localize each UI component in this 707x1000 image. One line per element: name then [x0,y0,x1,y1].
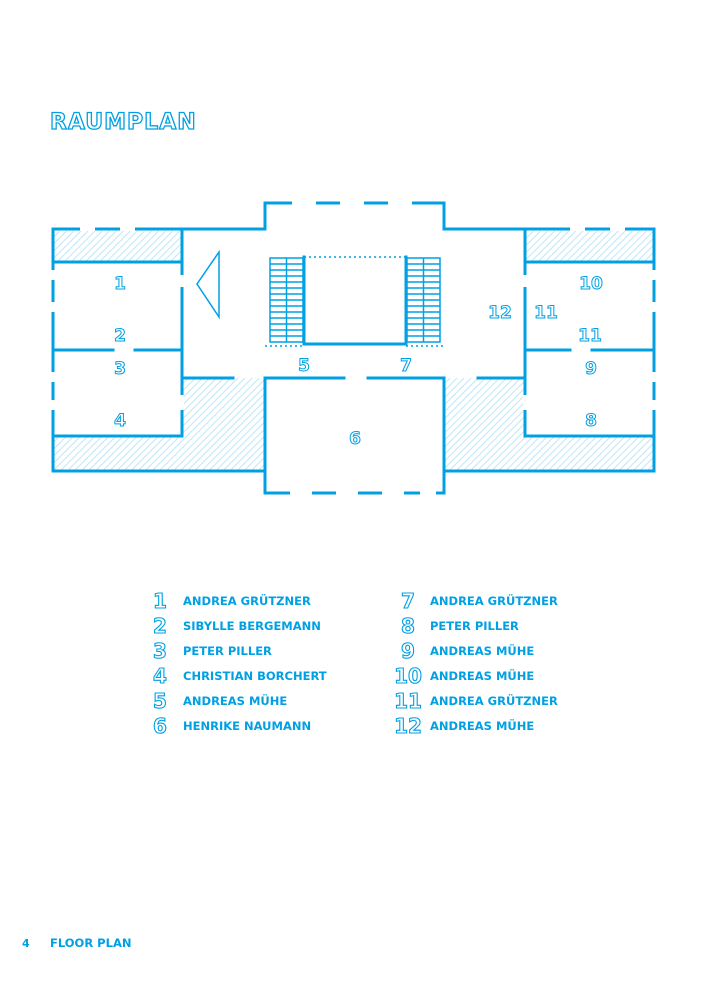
room-label-2: 2 [114,326,126,346]
legend-number: 6 [152,713,167,738]
room-label-12: 12 [488,303,512,323]
hatch-top-left [53,231,182,262]
hatched-areas [53,231,654,471]
room-label-7: 7 [400,356,412,376]
stairs-left [269,257,304,343]
legend-item: 2 SIBYLLE BERGEMANN [148,613,327,638]
hatch-top-right [525,231,654,262]
legend-name: SIBYLLE BERGEMANN [183,618,321,633]
room-label-6: 6 [349,429,361,449]
page-title: RAUMPLAN [49,109,197,135]
legend-item: 6 HENRIKE NAUMANN [148,713,327,738]
legend-name: CHRISTIAN BORCHERT [183,668,327,683]
room-label-11-left: 11 [534,303,558,323]
legend-name: ANDREAS MÜHE [183,693,288,708]
stairs-right [406,257,441,343]
legend-name: ANDREAS MÜHE [430,668,535,683]
entrance-triangle [196,249,220,320]
legend-name: ANDREA GRÜTZNER [183,593,311,608]
legend-name: HENRIKE NAUMANN [183,718,312,733]
room-label-1: 1 [114,274,126,294]
legend-name: ANDREAS MÜHE [430,718,535,733]
legend-number: 3 [152,638,167,663]
room-label-11-right: 11 [578,326,602,346]
legend-name: ANDREAS MÜHE [430,643,535,658]
footer-label: FLOOR PLAN [50,936,132,950]
legend-number: 1 [152,588,167,613]
windows [51,201,656,495]
room-labels: 1 2 3 4 5 6 7 8 9 10 11 11 12 [114,274,604,450]
page-footer: 4 FLOOR PLAN [22,936,131,950]
legend-number: 10 [394,663,423,688]
legend-item: 9 ANDREAS MÜHE [394,638,558,663]
legend-name: PETER PILLER [430,618,519,633]
room-label-3: 3 [114,359,126,379]
dotted-lines [265,256,444,347]
legend-name: PETER PILLER [183,643,272,658]
legend-item: 8 PETER PILLER [394,613,558,638]
legend-item: 12 ANDREAS MÜHE [394,713,558,738]
legend-number: 5 [152,688,167,713]
legend-number: 2 [152,613,167,638]
hatch-bottom-left [53,378,265,471]
legend-left-column: 1 ANDREA GRÜTZNER 2 SIBYLLE BERGEMANN 3 PET… [148,588,327,738]
wall-room-6 [263,376,446,473]
stair-hall [302,255,408,346]
legend-number: 11 [394,688,423,713]
legend-item: 7 ANDREA GRÜTZNER [394,588,558,613]
legend-number: 8 [400,613,415,638]
legend-name: ANDREA GRÜTZNER [430,693,558,708]
page-number: 4 [22,936,30,950]
room-label-4: 4 [114,411,126,431]
legend-number: 12 [394,713,423,738]
stairs [269,257,441,343]
legend-number: 7 [400,588,415,613]
legend-number: 4 [152,663,167,688]
legend-item: 5 ANDREAS MÜHE [148,688,327,713]
legend-number: 9 [400,638,415,663]
room-label-9: 9 [585,359,597,379]
legend-item: 3 PETER PILLER [148,638,327,663]
room-label-10: 10 [579,274,603,294]
legend-item: 1 ANDREA GRÜTZNER [148,588,327,613]
legend-item: 4 CHRISTIAN BORCHERT [148,663,327,688]
legend-item: 11 ANDREA GRÜTZNER [394,688,558,713]
hatch-bottom-right [444,378,654,471]
room-label-8: 8 [585,411,597,431]
legend-item: 10 ANDREAS MÜHE [394,663,558,688]
room-label-5: 5 [298,356,310,376]
legend-name: ANDREA GRÜTZNER [430,593,558,608]
